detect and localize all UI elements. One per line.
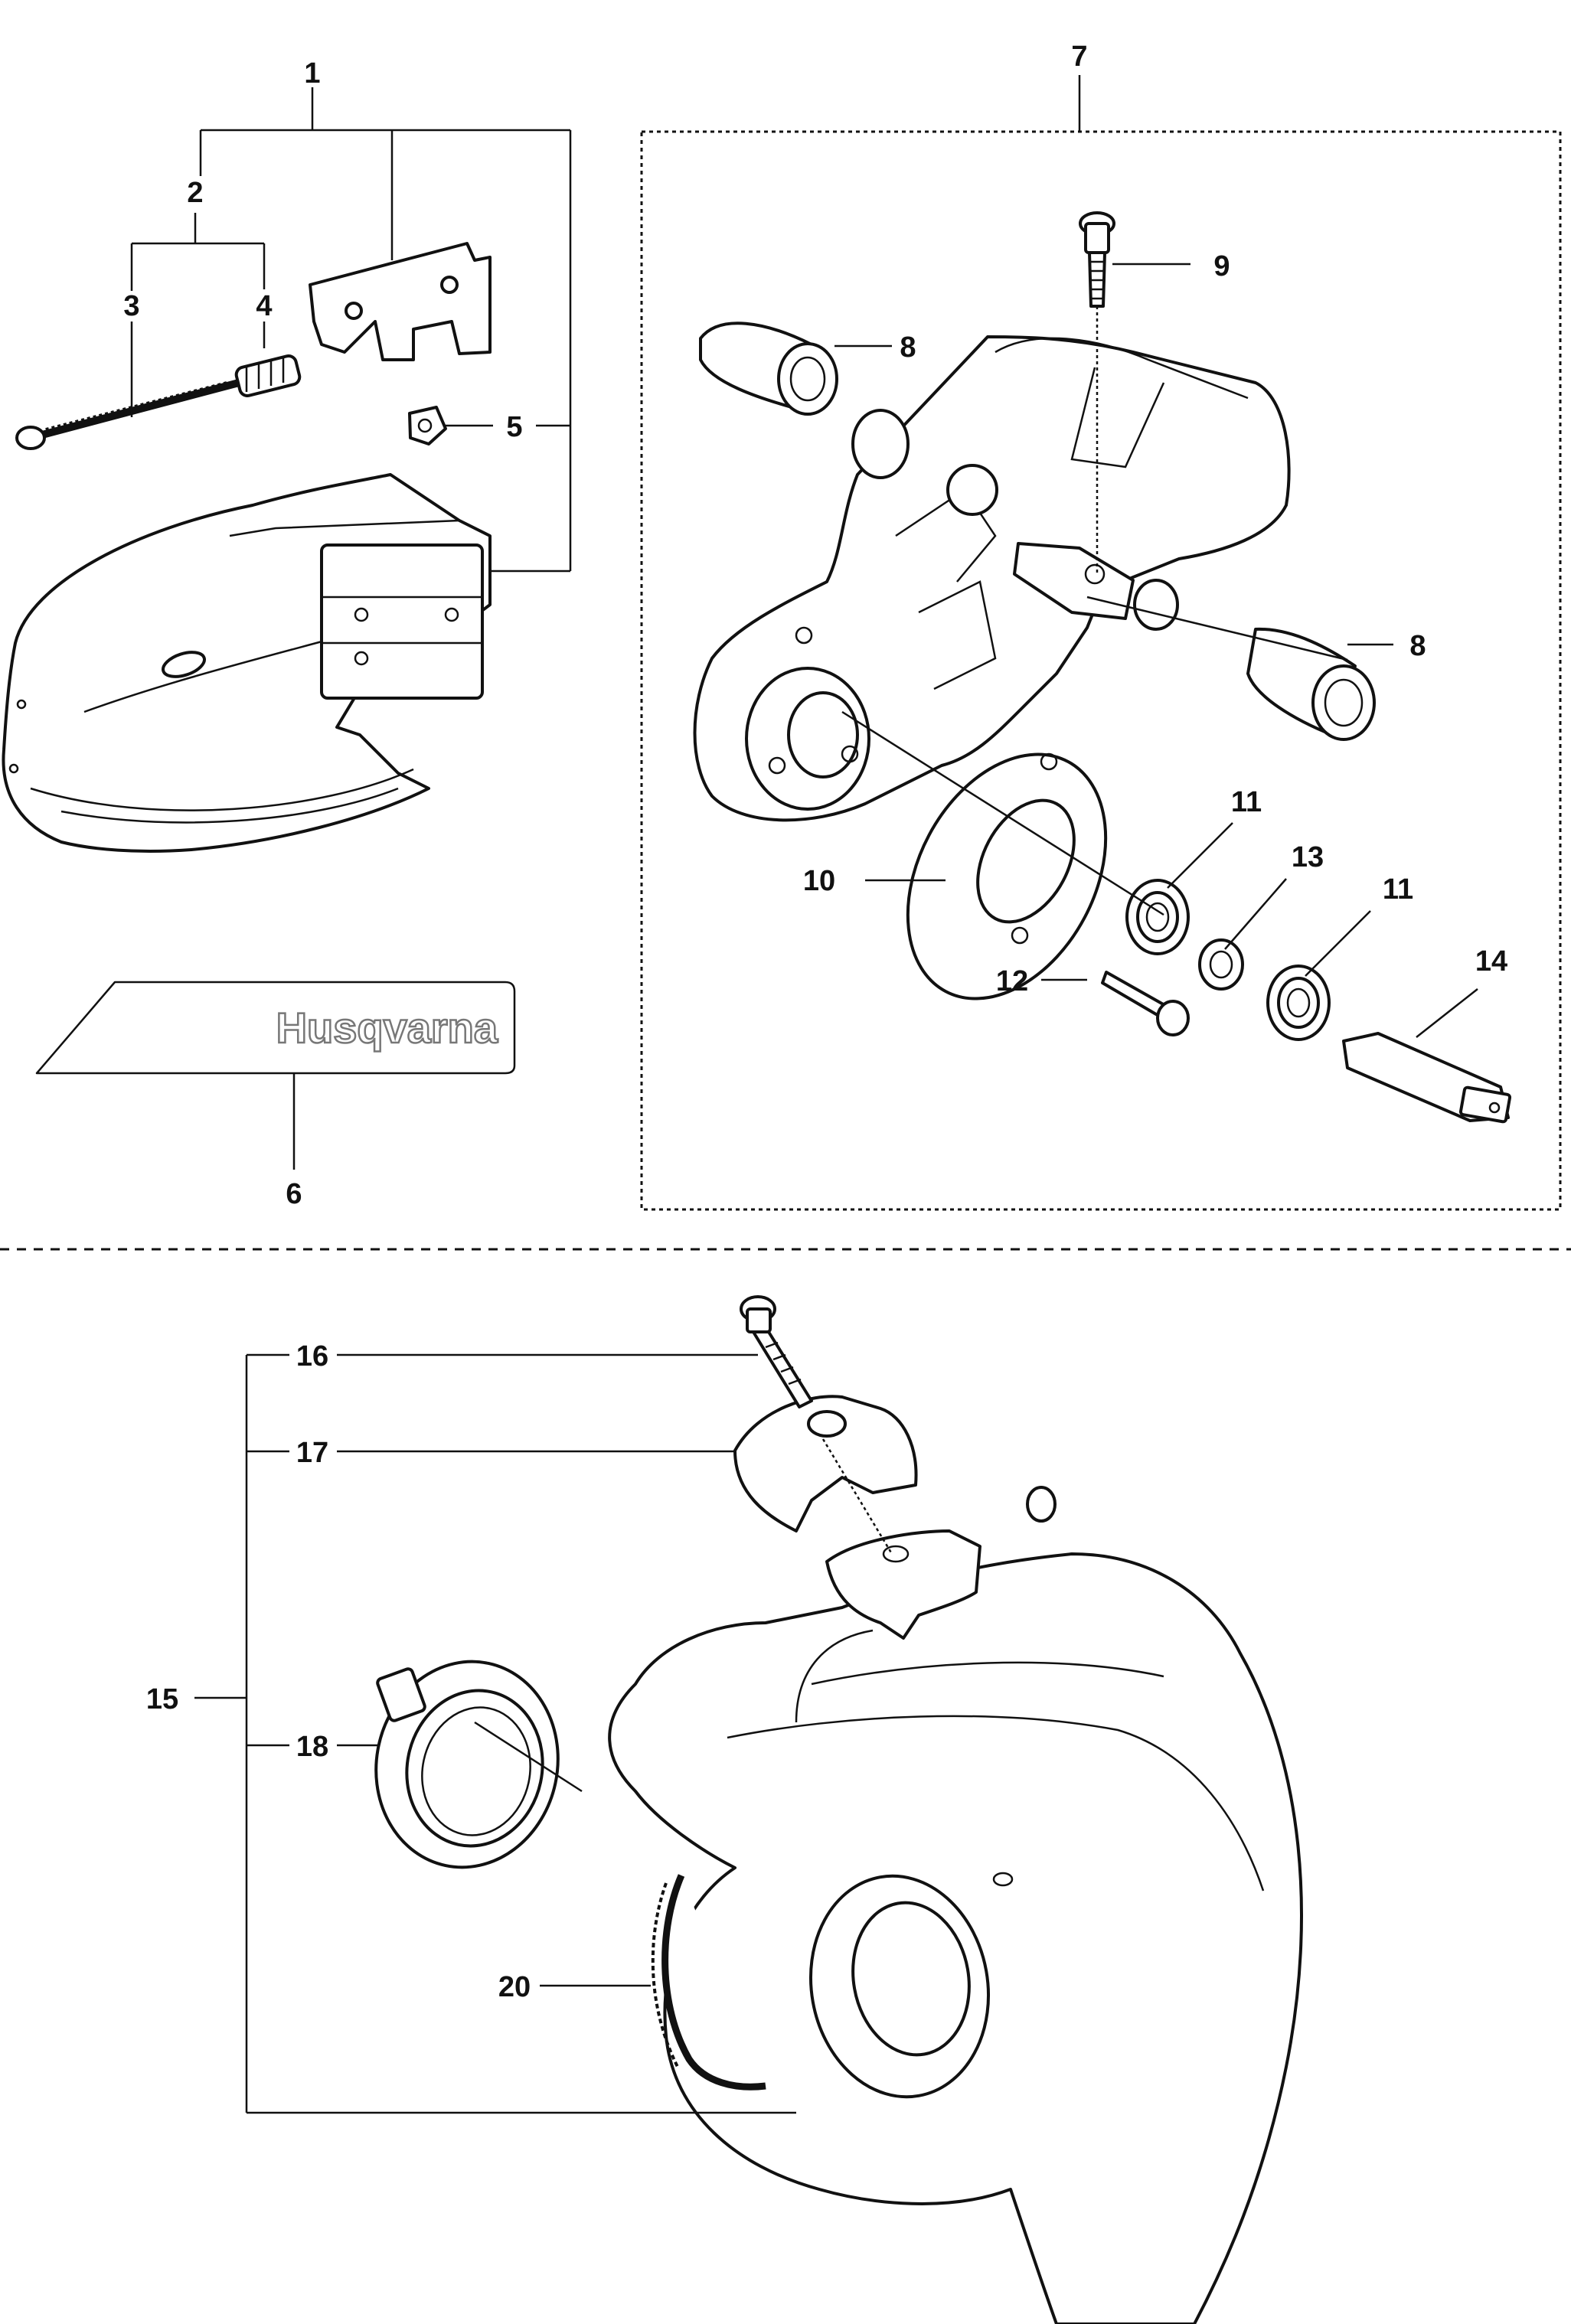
sleeve-8-upper: [699, 322, 838, 416]
callout-2: 2: [187, 177, 203, 209]
leaders-bottom: [194, 1353, 893, 2114]
screw-12: [1101, 971, 1190, 1036]
cover-18: [374, 1660, 560, 1869]
cutter-arm: [693, 335, 1291, 822]
bolt-9: [1079, 211, 1115, 308]
callout-8a: 8: [900, 331, 916, 364]
drive-belt-20: [651, 1874, 766, 2091]
clamp-on-guard: [825, 1486, 1057, 1640]
callout-11b: 11: [1383, 873, 1413, 906]
callout-10: 10: [803, 865, 835, 897]
callout-12: 12: [996, 965, 1028, 997]
leaders-top-right: [834, 75, 1478, 1038]
screw-16: [740, 1295, 813, 1408]
ring-10: [906, 752, 1108, 1000]
callout-5: 5: [506, 411, 522, 443]
callout-11a: 11: [1231, 786, 1262, 818]
callout-17: 17: [296, 1437, 328, 1469]
callout-labels: 1 2 3 4 5 6 7 8 9 8 10 11 13 11 12 14 16…: [123, 41, 1507, 2003]
callout-14: 14: [1475, 945, 1507, 978]
callout-8b: 8: [1409, 630, 1426, 662]
callout-6: 6: [286, 1178, 302, 1210]
callout-15: 15: [146, 1683, 178, 1715]
bracket-17: [733, 1395, 918, 1532]
blade-guard: [608, 1552, 1303, 2324]
spacer-13: [1198, 938, 1244, 991]
callout-18: 18: [296, 1731, 328, 1763]
callout-20: 20: [498, 1971, 531, 2003]
callout-16: 16: [296, 1340, 328, 1373]
leaders-top-left: [130, 87, 572, 1170]
bearing-11-right: [1266, 965, 1331, 1041]
callout-7: 7: [1071, 41, 1087, 73]
shaft-14: [1342, 1032, 1512, 1124]
tensioner-assembly: [15, 242, 492, 450]
decal-brand-text: Husqvarna: [276, 1004, 498, 1052]
assembly-7-box: [640, 130, 1562, 1211]
sleeve-8-lower: [1246, 627, 1376, 741]
callout-4: 4: [256, 290, 272, 322]
callout-9: 9: [1213, 250, 1230, 282]
callout-13: 13: [1292, 841, 1324, 873]
callout-1: 1: [304, 57, 320, 90]
blade-guard-cover: [2, 473, 492, 853]
callout-3: 3: [123, 290, 139, 322]
husqvarna-decal: Husqvarna: [35, 981, 516, 1075]
bearing-11-left: [1125, 879, 1190, 955]
